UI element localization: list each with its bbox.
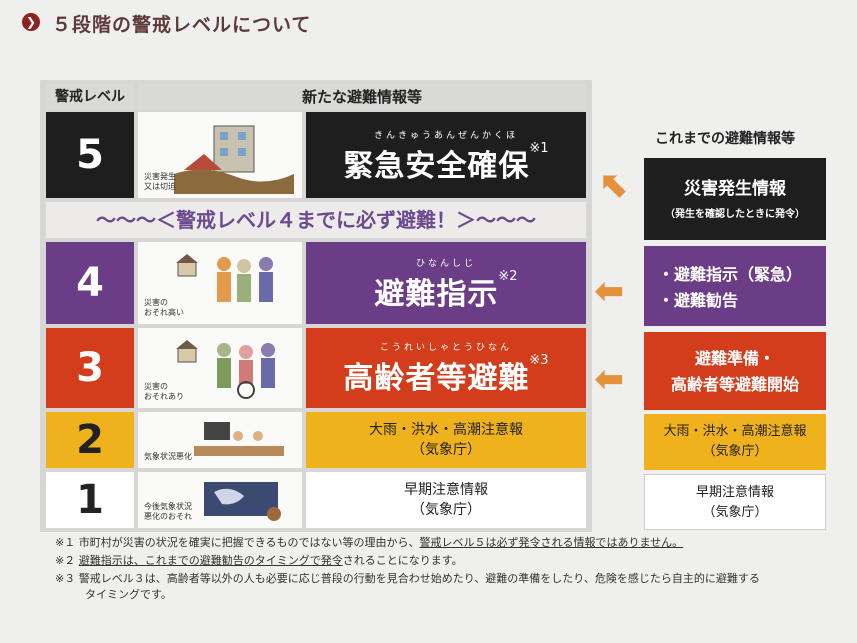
- footnote-3-continued: タイミングです。: [85, 588, 172, 601]
- level-4-illustration: 災害の おそれ高い: [138, 242, 302, 324]
- footnote-1-text: 市町村が災害の状況を確実に把握できるものではない等の理由から、: [78, 536, 420, 549]
- previous-info-header: これまでの避難情報等: [655, 131, 795, 147]
- level-1-badge: 1: [46, 472, 134, 528]
- level-2-source: （気象庁）: [411, 442, 481, 458]
- footnote-3: ※３ 警戒レベル３は、高齢者等以外の人も必要に応じ普段の行動を見合わせ始めたり、…: [55, 572, 845, 586]
- previous-level-1: 早期注意情報 （気象庁）: [644, 474, 826, 530]
- elderly-evacuation-icon: [176, 340, 275, 399]
- level-3-badge: 3: [46, 328, 134, 408]
- previous-level-1-line1: 早期注意情報: [695, 485, 774, 500]
- level-5-name: 緊急安全確保: [343, 149, 530, 184]
- evacuate-by-level-4-banner: 〜〜〜＜警戒レベル４までに必ず避難！＞〜〜〜: [46, 202, 586, 238]
- level-column-header: 警戒レベル: [46, 84, 134, 110]
- level-4-badge: 4: [46, 242, 134, 324]
- level-2-info: 大雨・洪水・高潮注意報 （気象庁）: [306, 412, 586, 468]
- footnote-2-mark: ※２: [55, 554, 76, 567]
- level-4-note-mark: ※2: [498, 269, 518, 284]
- level-3-illustration: 災害の おそれあり: [138, 328, 302, 408]
- footnote-2: ※２ 避難指示は、これまでの避難勧告のタイミングで発令されることになります。: [55, 554, 463, 568]
- previous-level-1-line2: （気象庁）: [702, 505, 768, 520]
- weather-forecast-tv-icon: [204, 482, 281, 521]
- previous-level-3: 避難準備・ 高齢者等避難開始: [644, 332, 826, 410]
- previous-level-3-line1: 避難準備・: [694, 349, 775, 368]
- level-2-badge: 2: [46, 412, 134, 468]
- previous-level-5: 災害発生情報 （発生を確認したときに発令）: [644, 158, 826, 240]
- level-4-ruby: ひなんしじ: [415, 259, 476, 269]
- flood-building-icon: [174, 125, 294, 194]
- level-2-name: 大雨・洪水・高潮注意報: [369, 422, 523, 438]
- level-5-ruby: きんきゅうあんぜんかくほ: [373, 131, 518, 141]
- previous-level-4-line1: ・避難指示（緊急）: [658, 265, 803, 284]
- level-3-name: 高齢者等避難: [343, 361, 530, 396]
- family-watching-tv-icon: [194, 422, 284, 456]
- previous-level-5-title: 災害発生情報: [684, 179, 786, 199]
- footnote-2-underlined: 避難指示は、これまでの避難勧告のタイミングで発令: [78, 554, 343, 567]
- level-1-illustration: 今後気象状況 悪化のおそれ: [138, 472, 302, 528]
- level-2-illustration: 気象状況悪化: [138, 412, 302, 468]
- level-2-caption: 気象状況悪化: [144, 452, 192, 461]
- level-4-info: ひなんしじ 避難指示※2: [306, 242, 586, 324]
- level-5-info: きんきゅうあんぜんかくほ 緊急安全確保※1: [306, 112, 586, 198]
- level-3-caption: 災害の おそれあり: [144, 382, 184, 401]
- new-info-column-header: 新たな避難情報等: [138, 84, 586, 110]
- level-1-source: （気象庁）: [411, 502, 481, 518]
- previous-level-2-line2: （気象庁）: [702, 444, 768, 459]
- footnote-1-mark: ※１: [55, 536, 76, 549]
- previous-level-5-sub: （発生を確認したときに発令）: [665, 209, 805, 220]
- page-title: ５段階の警戒レベルについて: [52, 14, 312, 36]
- previous-level-4-line2: ・避難勧告: [658, 291, 739, 310]
- level-4-name: 避難指示: [374, 277, 499, 312]
- level-5-badge: 5: [46, 112, 134, 198]
- arrow-left-icon: ⬅: [594, 359, 625, 400]
- level-3-note-mark: ※3: [529, 353, 549, 368]
- previous-level-4: ・避難指示（緊急） ・避難勧告: [644, 246, 826, 326]
- footnote-3-text: 警戒レベル３は、高齢者等以外の人も必要に応じ普段の行動を見合わせ始めたり、避難の…: [78, 572, 760, 585]
- level-1-info: 早期注意情報 （気象庁）: [306, 472, 586, 528]
- previous-level-2-line1: 大雨・洪水・高潮注意報: [663, 424, 807, 439]
- arrow-left-icon: ⬅: [594, 271, 625, 312]
- footnote-1: ※１ 市町村が災害の状況を確実に把握できるものではない等の理由から、警戒レベル５…: [55, 536, 683, 550]
- circle-chevron-right-icon: ❯: [22, 13, 40, 31]
- footnote-3-mark: ※３: [55, 572, 76, 585]
- level-3-ruby: こうれいしゃとうひなん: [379, 343, 512, 353]
- level-5-caption: 災害発生 又は切迫: [144, 172, 176, 191]
- level-5-illustration: 災害発生 又は切迫: [138, 112, 302, 198]
- level-1-caption: 今後気象状況 悪化のおそれ: [144, 502, 192, 521]
- level-3-info: こうれいしゃとうひなん 高齢者等避難※3: [306, 328, 586, 408]
- previous-level-3-line2: 高齢者等避難開始: [670, 375, 799, 394]
- previous-level-2: 大雨・洪水・高潮注意報 （気象庁）: [644, 414, 826, 470]
- evacuating-people-icon: [176, 254, 273, 302]
- arrow-up-left-icon: ⬉: [600, 165, 631, 206]
- level-1-name: 早期注意情報: [404, 482, 488, 498]
- footnote-1-underlined: 警戒レベル５は必ず発令される情報ではありません。: [419, 536, 684, 549]
- footnote-2-text: されることになります。: [342, 554, 463, 567]
- level-5-note-mark: ※1: [529, 141, 549, 156]
- level-4-caption: 災害の おそれ高い: [144, 298, 184, 317]
